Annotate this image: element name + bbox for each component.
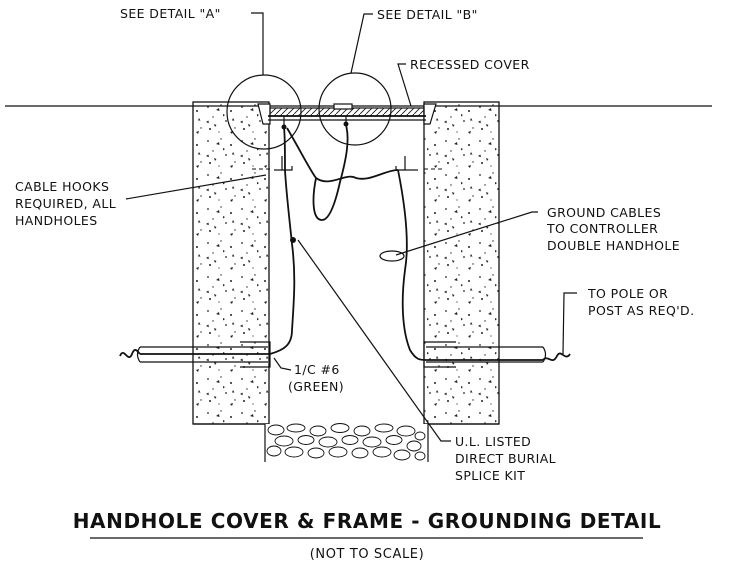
ground-lugs	[281, 116, 349, 130]
label-wire-1: 1/C #6	[294, 362, 340, 377]
label-see-detail-a: SEE DETAIL "A"	[120, 6, 221, 21]
label-ground-cables-2: TO CONTROLLER	[546, 221, 658, 236]
label-wire-2: (GREEN)	[288, 379, 344, 394]
handhole-walls	[192, 101, 500, 425]
splice-point	[290, 237, 296, 243]
label-see-detail-b: SEE DETAIL "B"	[377, 7, 478, 22]
label-splice-kit-2: DIRECT BURIAL	[455, 451, 556, 466]
leader-lines	[125, 12, 577, 442]
label-splice-kit-3: SPLICE KIT	[455, 468, 525, 483]
label-to-pole-1: TO POLE OR	[587, 286, 668, 301]
detail-b-circle	[318, 72, 392, 146]
label-recessed-cover: RECESSED COVER	[410, 57, 530, 72]
detail-a-circle	[226, 74, 302, 150]
label-cable-hooks-1: CABLE HOOKS	[15, 179, 109, 194]
label-cable-hooks-3: HANDHOLES	[15, 213, 98, 228]
label-to-pole-2: POST AS REQ'D.	[588, 303, 694, 318]
label-ground-cables-1: GROUND CABLES	[547, 205, 661, 220]
label-ground-cables-3: DOUBLE HANDHOLE	[547, 238, 680, 253]
cable-hooks	[274, 156, 418, 171]
left-concrete-wall	[192, 101, 270, 425]
ground-wires	[119, 124, 571, 361]
drawing-title: HANDHOLE COVER & FRAME - GROUNDING DETAI…	[73, 509, 662, 533]
ground-cable-marker	[379, 250, 405, 262]
label-cable-hooks-2: REQUIRED, ALL	[15, 196, 116, 211]
drawing-subtitle: (NOT TO SCALE)	[310, 547, 425, 562]
cover-lift-slot	[333, 103, 353, 110]
right-concrete-wall	[423, 101, 500, 425]
gravel-base	[264, 423, 429, 462]
recessed-cover-frame	[257, 103, 437, 125]
label-splice-kit-1: U.L. LISTED	[455, 434, 531, 449]
